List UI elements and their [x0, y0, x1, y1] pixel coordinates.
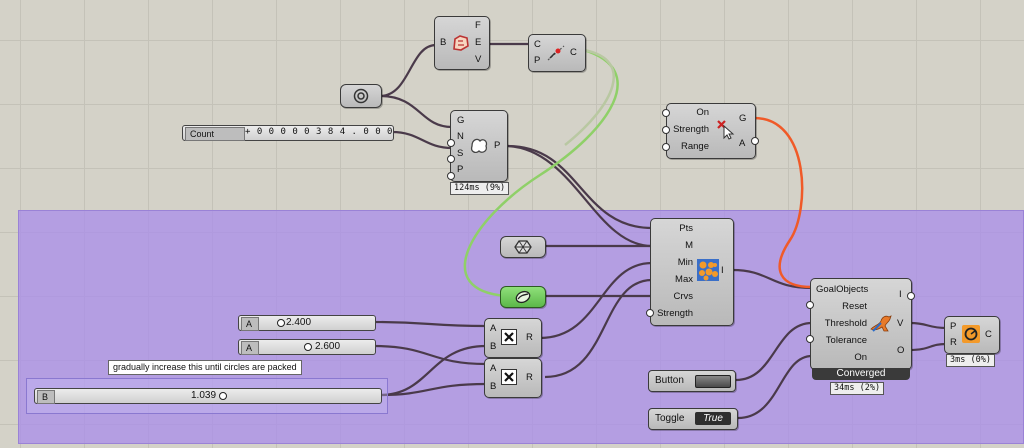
input-n: N — [457, 131, 464, 142]
count-slider[interactable]: Count + 0 0 0 0 0 3 8 4 . 0 0 0 — [182, 125, 394, 141]
output-v: V — [897, 318, 904, 329]
output-o: O — [897, 345, 905, 356]
input-strength: Strength — [657, 308, 693, 319]
number-slider[interactable]: A 2.400 — [238, 315, 376, 331]
input-max: Max — [675, 274, 693, 285]
output-e: E — [475, 37, 482, 48]
input-a: A — [490, 363, 497, 374]
slider-label: A — [241, 341, 259, 355]
curve-point-icon — [547, 45, 565, 61]
slider-knob[interactable] — [219, 392, 227, 400]
circle-param-icon — [353, 88, 369, 104]
solid-param-icon — [514, 240, 532, 254]
curve-param-node[interactable] — [500, 286, 546, 308]
circle-param-node[interactable] — [340, 84, 382, 108]
slider-digits: + 0 0 0 0 0 3 8 4 . 0 0 0 — [245, 127, 393, 137]
input-p: P — [534, 55, 541, 66]
slider-value: 1.039 — [191, 390, 217, 401]
input-threshold: Threshold — [824, 318, 867, 329]
output-i: I — [721, 265, 724, 276]
output-p: P — [494, 140, 501, 151]
boundary-surface-icon — [453, 35, 469, 51]
input-r: R — [950, 337, 957, 348]
slider-value: 2.400 — [286, 317, 312, 328]
input-c: C — [534, 39, 541, 50]
output-r: R — [526, 372, 533, 383]
input-b: B — [490, 341, 497, 352]
input-range: Range — [681, 141, 709, 152]
anchor-goal-node[interactable]: On Strength Range G A — [666, 103, 756, 159]
input-g: G — [457, 115, 465, 126]
slider-label: Count — [185, 127, 245, 141]
button-node[interactable]: Button — [648, 370, 736, 392]
kangaroo-icon — [870, 315, 892, 332]
multiply-icon — [501, 369, 517, 385]
anchor-goal-icon — [717, 120, 735, 140]
input-pts: Pts — [679, 223, 693, 234]
circle-output-icon — [962, 325, 980, 343]
slider-knob[interactable] — [277, 319, 285, 327]
output-a: A — [739, 138, 746, 149]
populate-geometry-node[interactable]: G N S P P — [450, 110, 508, 182]
output-g: G — [739, 113, 747, 124]
multiply-icon — [501, 329, 517, 345]
output-c: C — [570, 47, 577, 58]
input-a: A — [490, 323, 497, 334]
input-goalobjects: GoalObjects — [816, 284, 869, 295]
input-crvs: Crvs — [673, 291, 693, 302]
wire-green — [463, 48, 619, 298]
input-p: P — [950, 321, 957, 332]
toggle-value[interactable]: True — [695, 412, 731, 425]
populate-geometry-icon — [470, 138, 488, 153]
toggle-node[interactable]: Toggle True — [648, 408, 738, 430]
slider-knob[interactable] — [304, 343, 312, 351]
solver-status: Converged — [812, 368, 910, 380]
input-on: On — [854, 352, 867, 363]
input-tolerance: Tolerance — [825, 335, 867, 346]
input-strength: Strength — [673, 124, 709, 135]
curve-param-icon — [515, 290, 531, 304]
slider-label: A — [241, 317, 259, 331]
kangaroo-solver-node[interactable]: GoalObjects Reset Threshold Tolerance On… — [810, 278, 912, 370]
sphere-collide-node[interactable]: Pts M Min Max Crvs Strength I — [650, 218, 734, 326]
wire-red — [753, 116, 813, 289]
input-s: S — [457, 148, 464, 159]
input-reset: Reset — [842, 301, 867, 312]
multiplication-node[interactable]: A B R — [484, 358, 542, 398]
input-m: M — [685, 240, 693, 251]
button-label: Button — [655, 375, 684, 386]
input-min: Min — [677, 257, 693, 268]
timing-label: 124ms (9%) — [450, 182, 510, 195]
number-slider[interactable]: B 1.039 — [34, 388, 382, 404]
solid-param-node[interactable] — [500, 236, 546, 258]
timing-label: 3ms (0%) — [946, 354, 995, 367]
slider-label: B — [37, 390, 55, 404]
input-b: B — [490, 381, 497, 392]
multiplication-node[interactable]: A B R — [484, 318, 542, 358]
output-c: C — [985, 329, 992, 340]
slider-value: 2.600 — [315, 341, 341, 352]
input-b: B — [440, 37, 447, 48]
annotation-tooltip: gradually increase this until circles ar… — [108, 360, 302, 375]
number-slider[interactable]: A 2.600 — [238, 339, 376, 355]
input-on: On — [696, 107, 709, 118]
timing-label: 34ms (2%) — [830, 382, 885, 395]
toggle-label: Toggle — [655, 413, 685, 424]
output-f: F — [475, 20, 481, 31]
boundary-surface-node[interactable]: B F E V — [434, 16, 490, 70]
button-face[interactable] — [695, 375, 731, 388]
output-r: R — [526, 332, 533, 343]
curve-point-node[interactable]: C P C — [528, 34, 586, 72]
output-i: I — [899, 289, 902, 300]
output-v: V — [475, 54, 482, 65]
sphere-collide-icon — [697, 259, 719, 281]
pr-circle-node[interactable]: P R C — [944, 316, 1000, 354]
input-p: P — [457, 164, 464, 175]
